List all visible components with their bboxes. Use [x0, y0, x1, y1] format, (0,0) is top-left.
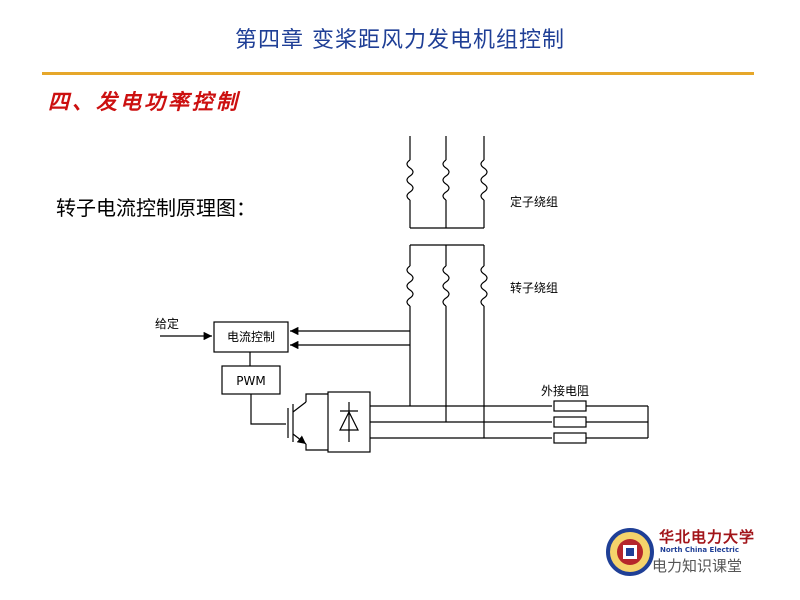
section-heading: 四、发电功率控制	[48, 89, 240, 114]
diode-icon	[339, 402, 359, 442]
university-name-en: North China Electric	[660, 546, 739, 554]
rotor-winding-group	[406, 244, 488, 438]
slide-title: 第四章 变桨距风力发电机组控制	[235, 28, 565, 53]
stator-winding-label: 定子绕组	[510, 194, 558, 209]
diagram-caption: 转子电流控制原理图：	[56, 196, 256, 220]
wechat-watermark: 电力知识课堂	[652, 557, 743, 575]
external-resistor-label: 外接电阻	[541, 383, 589, 398]
current-control-block	[213, 321, 289, 353]
current-control-label: 电流控制	[227, 330, 275, 344]
stator-winding-group	[406, 136, 488, 229]
external-resistor-2	[553, 416, 587, 428]
igbt-switch-icon	[287, 393, 328, 451]
pwm-label: PWM	[236, 374, 265, 388]
rotor-winding-label: 转子绕组	[510, 280, 558, 295]
university-logo	[606, 528, 654, 576]
title-rule	[42, 72, 754, 75]
university-name: 华北电力大学	[659, 528, 756, 546]
setpoint-label: 给定	[155, 316, 179, 331]
external-resistor-3	[553, 432, 587, 444]
external-resistor-1	[553, 400, 587, 412]
